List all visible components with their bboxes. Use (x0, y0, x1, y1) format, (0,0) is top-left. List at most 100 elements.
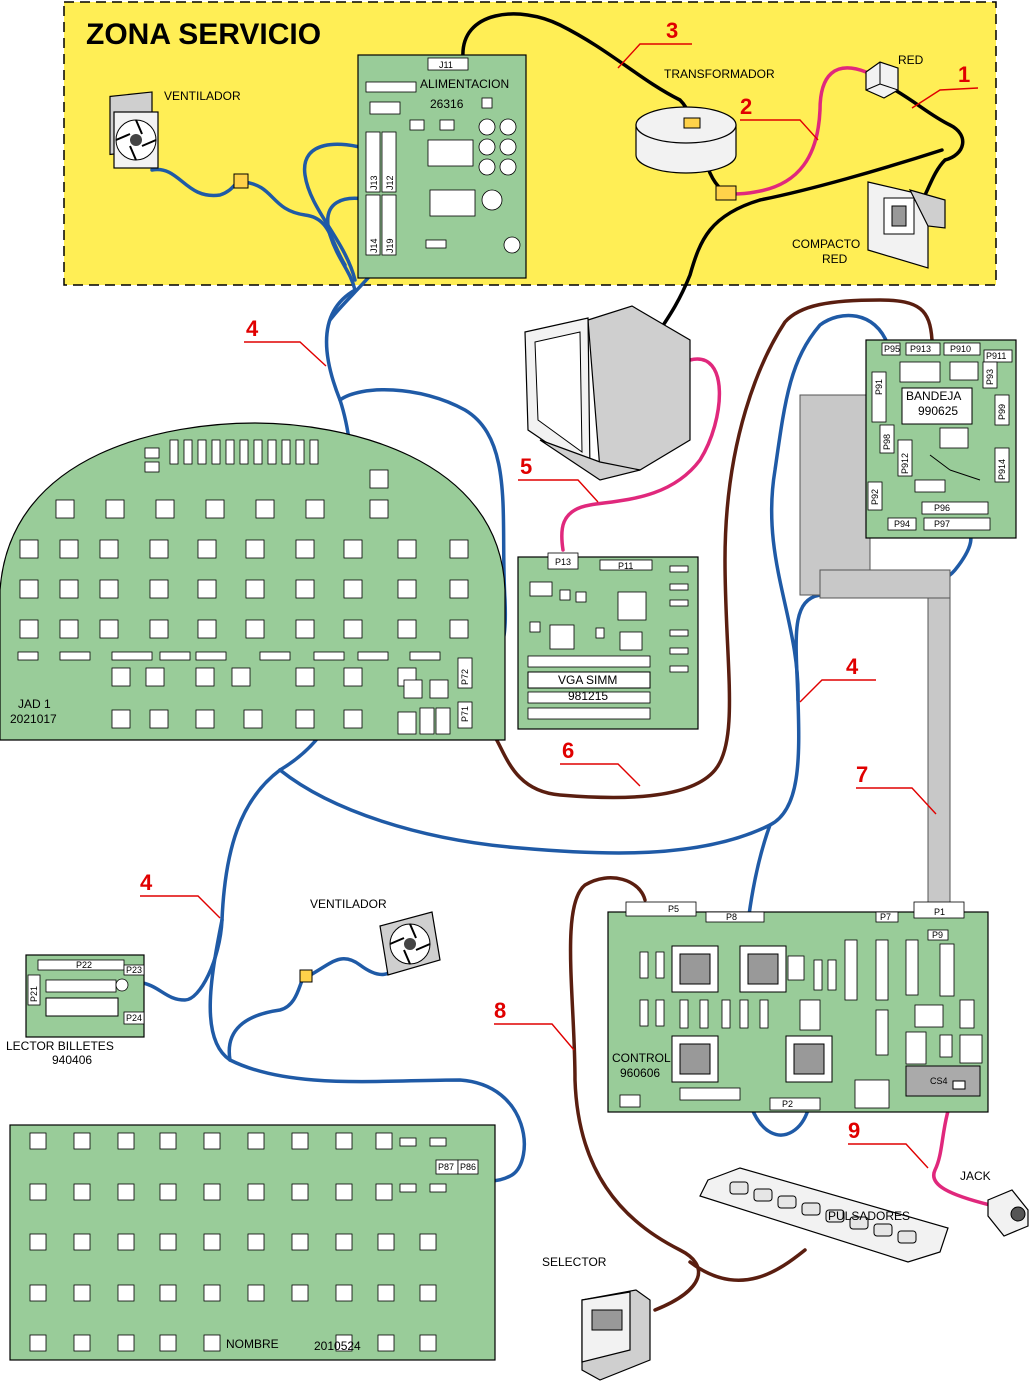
nombre-button (335, 1334, 353, 1352)
pin-P7: P7 (880, 912, 891, 922)
jad-button (149, 579, 169, 599)
cable-8 (568, 876, 701, 1312)
callout-5: 5 (520, 454, 532, 479)
alimentacion-name: ALIMENTACION (420, 77, 509, 91)
nombre-button (335, 1132, 353, 1150)
jad-button (111, 709, 131, 729)
jad-button (369, 499, 389, 519)
ventilador-top: VENTILADOR (109, 89, 249, 189)
jad-button (449, 579, 469, 599)
pin-P98: P98 (882, 434, 892, 450)
jad-button (343, 667, 363, 687)
nombre-button (375, 1183, 393, 1201)
cable-8-pulsadores (688, 1248, 807, 1282)
pulsador-key (825, 1209, 845, 1223)
nombre-button (247, 1233, 265, 1251)
callout-8-leader (494, 1023, 575, 1051)
nombre-button (73, 1132, 91, 1150)
nombre-button (29, 1132, 47, 1150)
nombre-button (203, 1183, 221, 1201)
service-zone: ZONA SERVICIO (63, 1, 997, 286)
fan-connector-top (233, 173, 249, 189)
jad-button (255, 499, 275, 519)
jad-button (99, 619, 119, 639)
vga-board: P13 P11 VGA SIMM 981215 (517, 552, 699, 730)
jad-name: JAD 1 (18, 697, 51, 711)
nombre-button (29, 1284, 47, 1302)
pin-P5: P5 (668, 904, 679, 914)
callout-8: 8 (494, 998, 506, 1023)
pulsador-key (777, 1195, 797, 1209)
jad-button (343, 709, 363, 729)
pin-P95: P95 (884, 344, 900, 354)
jad-button (105, 499, 125, 519)
pulsador-key (753, 1188, 773, 1202)
pulsador-key (873, 1223, 893, 1237)
pin-P94: P94 (894, 519, 910, 529)
jad-board: P72 P71 JAD 1 2021017 (0, 422, 506, 741)
service-zone-title: ZONA SERVICIO (86, 18, 321, 51)
jad-button (397, 619, 417, 639)
jad-button (403, 679, 423, 699)
pin-P71: P71 (460, 706, 470, 722)
jad-button (369, 469, 389, 489)
jad-button (145, 667, 165, 687)
jad-button (231, 667, 251, 687)
nombre-button (159, 1233, 177, 1251)
pulsadores: PULSADORES (699, 1167, 949, 1263)
jad-button (295, 709, 315, 729)
callout-1-leader (911, 87, 979, 109)
jad-button (99, 539, 119, 559)
jad-button (195, 667, 215, 687)
jad-button (195, 709, 215, 729)
pin-P92: P92 (870, 489, 880, 505)
callout-2-leader (740, 119, 819, 141)
pin-J14: J14 (369, 238, 379, 253)
nombre-button (335, 1183, 353, 1201)
jack: JACK (960, 1169, 1029, 1237)
cable-9 (932, 1083, 992, 1207)
pin-J11: J11 (439, 60, 453, 70)
callout-6-leader (560, 763, 641, 787)
callout-4c: 4 (140, 870, 153, 895)
callout-4b: 4 (846, 654, 859, 679)
monitor (524, 305, 691, 481)
jad-button (429, 679, 449, 699)
jad-button (59, 539, 79, 559)
callout-9: 9 (848, 1118, 860, 1143)
bandeja-board: P95 P913 P910 P911 P91 P93 P99 P98 P912 … (799, 339, 1017, 911)
control-name: CONTROL (612, 1051, 671, 1065)
control-code: 960606 (620, 1066, 660, 1080)
pin-P11: P11 (618, 561, 633, 571)
callout-6: 6 (562, 738, 574, 763)
nombre-button (203, 1132, 221, 1150)
pin-P913: P913 (910, 344, 931, 354)
cable-6 (478, 298, 934, 800)
nombre-button (291, 1233, 309, 1251)
jad-button (397, 539, 417, 559)
transformador: TRANSFORMADOR (635, 67, 775, 201)
callout-4c-leader (140, 895, 221, 919)
pin-P87: P87 (438, 1162, 454, 1172)
nombre-button (377, 1284, 395, 1302)
lector-board: P22 P23 P21 P24 LECTOR BILLETES 940406 (6, 954, 145, 1067)
jad-buttons (19, 469, 469, 729)
jad-button (59, 619, 79, 639)
pin-P22: P22 (76, 960, 92, 970)
nombre-button (247, 1183, 265, 1201)
nombre-button (73, 1334, 91, 1352)
compacto-red-line2: RED (822, 252, 848, 266)
nombre-button (419, 1284, 437, 1302)
callouts: 1 2 3 4 4 4 5 6 7 8 9 (140, 18, 979, 1169)
selector: SELECTOR (542, 1255, 651, 1381)
pin-P96: P96 (934, 503, 950, 513)
pin-P86: P86 (460, 1162, 476, 1172)
nombre-button (247, 1284, 265, 1302)
pin-P8: P8 (726, 912, 737, 922)
jad-button (305, 499, 325, 519)
selector-label: SELECTOR (542, 1255, 607, 1269)
jad-button (19, 539, 39, 559)
pin-P91: P91 (874, 379, 884, 395)
ventilador-bottom: VENTILADOR (299, 897, 441, 983)
ventilador-top-label: VENTILADOR (164, 89, 241, 103)
